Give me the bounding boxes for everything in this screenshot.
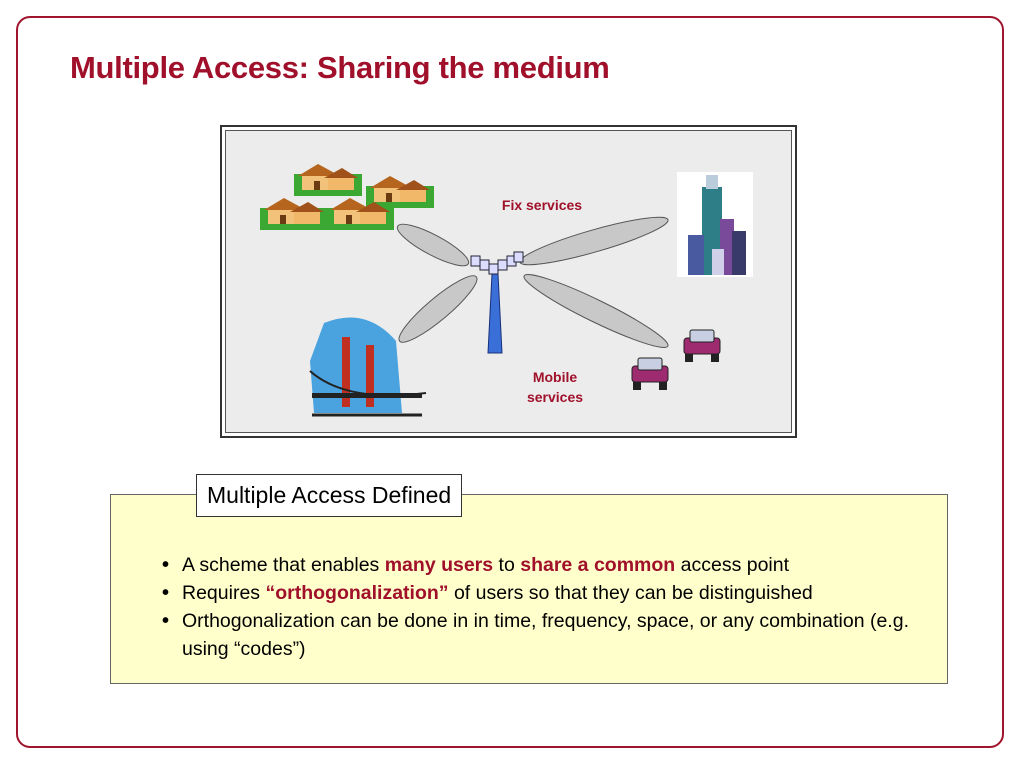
car-icon [631, 329, 721, 390]
bullet-item: • Requires “orthogonalization” of users … [162, 579, 932, 607]
definition-heading: Multiple Access Defined [196, 474, 463, 517]
bullet-dot-icon: • [162, 582, 170, 604]
beam-lower-left [398, 275, 478, 343]
bullet-text-part: access point [675, 554, 790, 576]
definition-bullets: • A scheme that enables many users to sh… [162, 551, 932, 663]
bullet-item: • Orthogonalization can be done in in ti… [162, 607, 932, 663]
beam-upper-right [519, 216, 669, 266]
bullet-item: • A scheme that enables many users to sh… [162, 551, 932, 579]
page-title: Multiple Access: Sharing the medium [70, 50, 610, 85]
bullet-text: A scheme that enables many users to shar… [182, 551, 789, 579]
mobile-services-label: Mobile services [500, 367, 610, 407]
bullet-dot-icon: • [162, 554, 170, 576]
mobile-label-line2: services [526, 389, 584, 405]
highlight-orthogonalization: “orthogonalization” [265, 582, 449, 604]
highlight-many-users: many users [384, 554, 494, 576]
bridge-icon [309, 317, 427, 417]
antenna-tower-icon [470, 251, 524, 354]
beam-lower-right [523, 274, 669, 348]
bullet-text-part: Requires [182, 582, 266, 604]
bullet-text: Orthogonalization can be done in in time… [182, 610, 909, 660]
highlight-share-common: share a common [520, 554, 676, 576]
houses-icon [260, 164, 434, 230]
beam-shapes [396, 216, 669, 348]
bullet-text-part: to [493, 554, 521, 576]
mobile-label-line1: Mobile [532, 369, 578, 385]
beam-upper-left [396, 223, 470, 267]
diagram-drawing [260, 164, 753, 417]
fix-services-label: Fix services [501, 197, 583, 213]
skyscraper-icon [677, 172, 753, 277]
slide-frame [16, 16, 1004, 748]
diagram-canvas: Fix services Mobile services [225, 130, 792, 433]
bullet-text: Requires “orthogonalization” of users so… [182, 579, 813, 607]
bullet-text-part: A scheme that enables [182, 554, 385, 576]
bullet-dot-icon: • [162, 610, 170, 632]
definition-box [110, 494, 948, 684]
bullet-text-part: of users so that they can be distinguish… [448, 582, 813, 604]
diagram-panel: Fix services Mobile services [220, 125, 797, 438]
